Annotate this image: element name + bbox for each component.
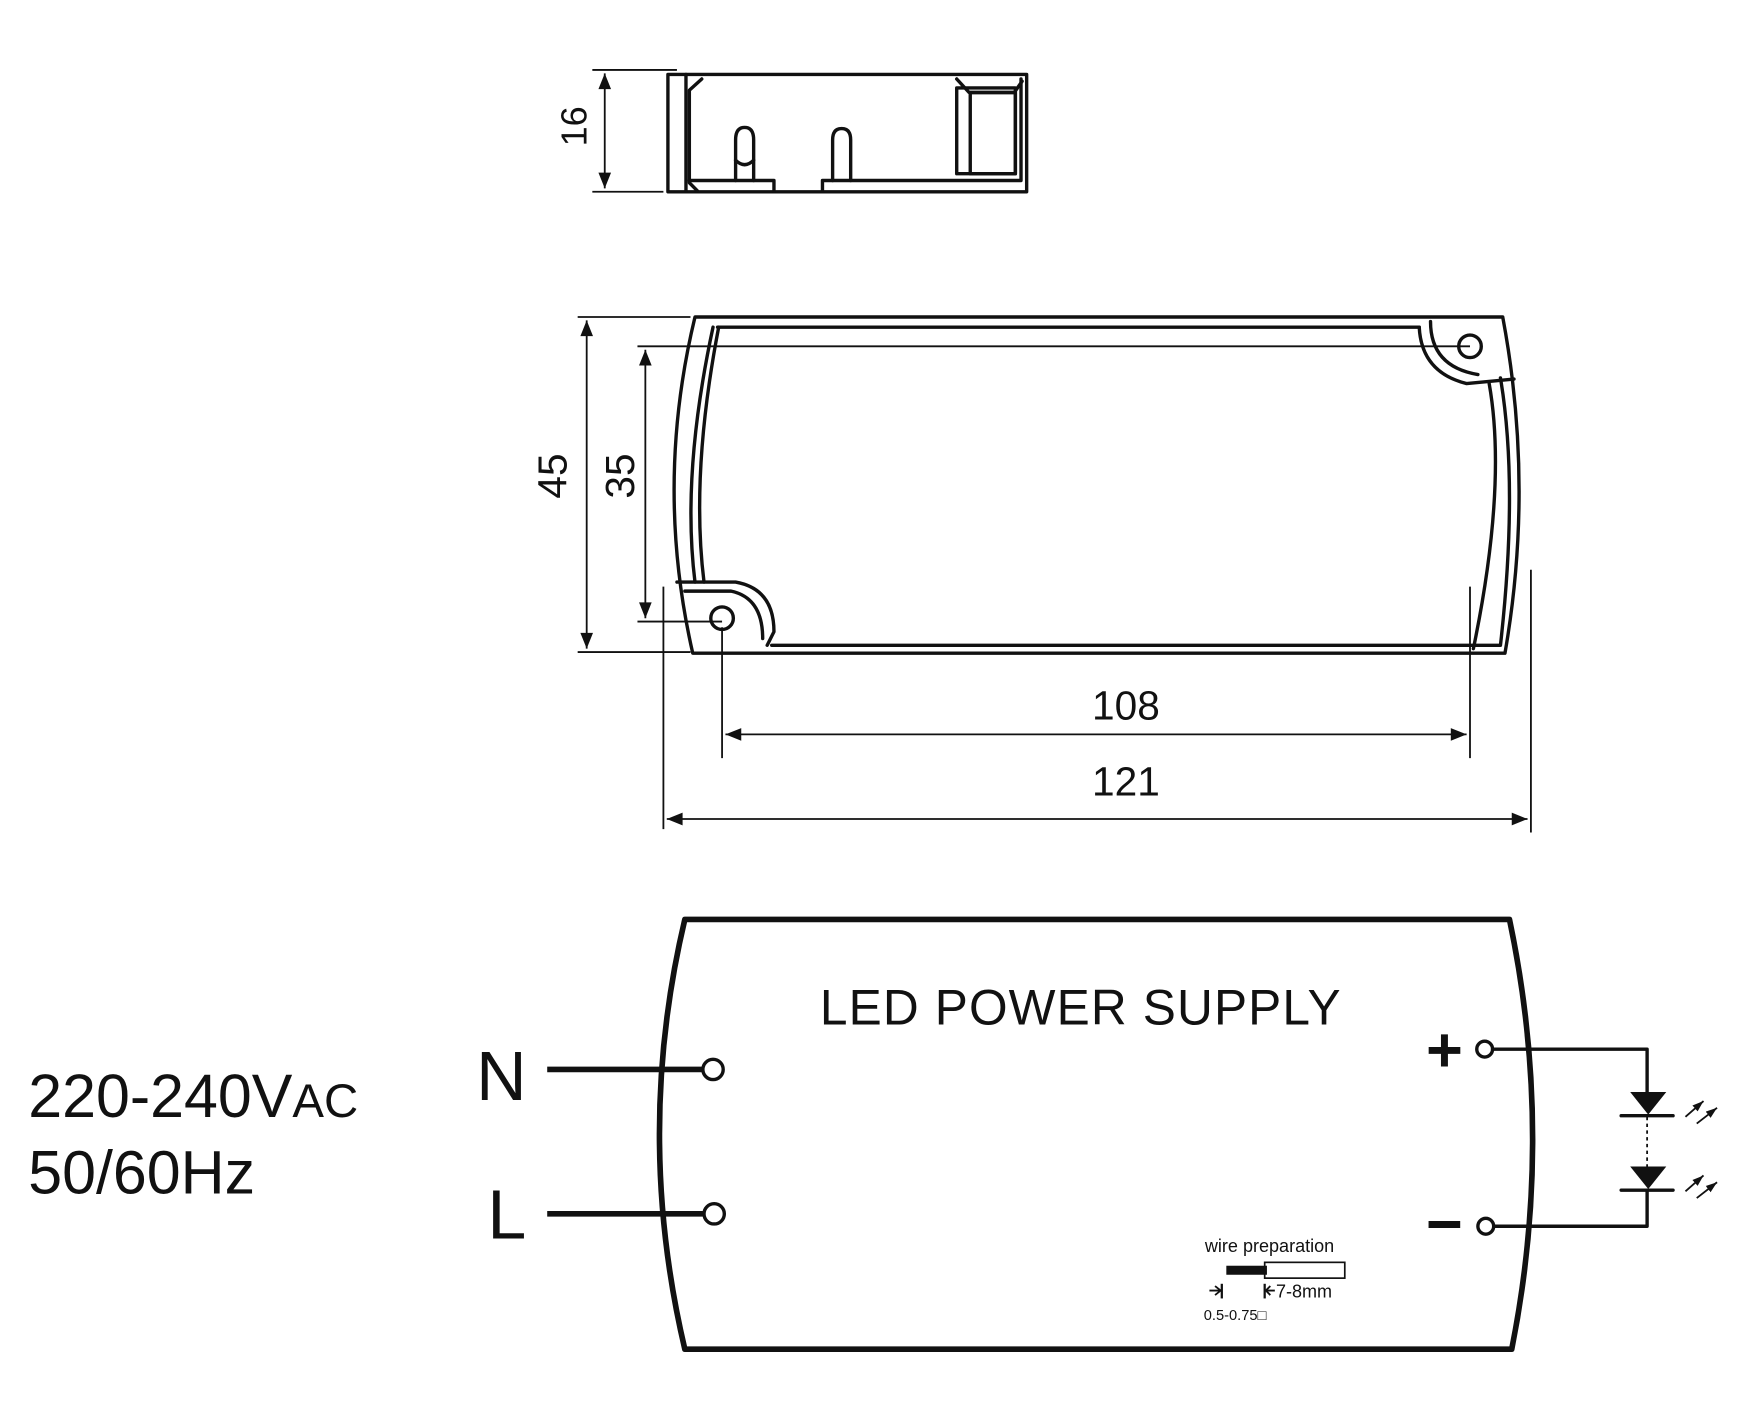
terminal-n [701,1057,725,1082]
wire-prep-title: wire preparation [1204,1236,1334,1256]
neutral-label: N [476,1037,527,1115]
cross-section-label: 0.5-0.75□ [1204,1308,1267,1324]
dim-length-outer-label: 121 [1092,758,1160,804]
plus-label: + [1426,1016,1463,1086]
line-label: L [487,1176,526,1254]
top-view: 45 35 108 121 [529,315,1532,833]
product-title: LED POWER SUPPLY [820,979,1342,1035]
wiring-schematic: LED POWER SUPPLY 220-240VAC 50/60Hz N L … [28,916,1718,1353]
side-view: 16 [554,69,1029,194]
strip-length-label: 7-8mm [1276,1281,1332,1301]
minus-label: − [1426,1189,1463,1259]
dim-width-holes-label: 35 [597,453,643,498]
input-voltage: 220-240VAC [28,1062,358,1130]
terminal-minus [1476,1216,1496,1236]
terminal-l [702,1201,727,1226]
dim-width-outer-label: 45 [529,453,575,498]
led-diode-icon [1619,1092,1675,1192]
terminal-plus [1475,1039,1495,1059]
light-emission-arrows-icon [1684,1100,1718,1199]
input-frequency: 50/60Hz [28,1139,255,1207]
dim-length-holes-label: 108 [1092,683,1160,729]
dim-height-label: 16 [554,106,595,146]
wire-preparation: wire preparation 7-8mm 0.5-0.75□ [1204,1236,1346,1324]
